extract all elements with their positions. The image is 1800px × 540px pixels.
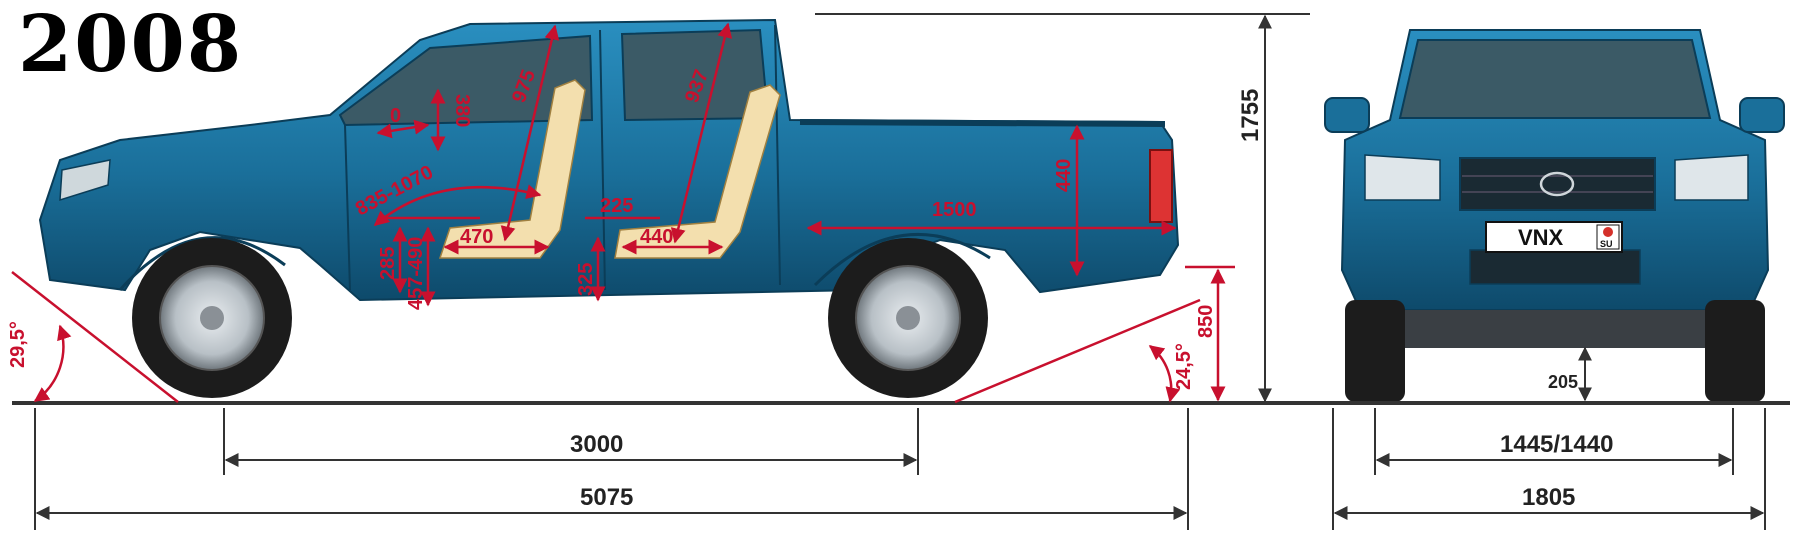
front-view-truck: VNX SU bbox=[1324, 29, 1785, 402]
tail-light bbox=[1149, 149, 1173, 223]
windshield bbox=[1398, 39, 1712, 119]
bed-depth-label: 440 bbox=[1053, 159, 1075, 192]
front-seat-depth-label: 470 bbox=[460, 226, 493, 248]
year-title: 2008 bbox=[18, 0, 244, 90]
side-headlight bbox=[59, 159, 111, 202]
side-dimensions bbox=[34, 13, 1310, 530]
brand-logo-icon bbox=[1539, 171, 1575, 197]
overall-width-label: 1805 bbox=[1522, 484, 1575, 511]
front-tire-left bbox=[1345, 300, 1405, 402]
rear-seat bbox=[614, 84, 781, 259]
wheelbase-label: 3000 bbox=[570, 431, 623, 458]
approach-angle-label: 29,5° bbox=[7, 321, 29, 368]
steering-distance-label: 380 bbox=[451, 94, 473, 127]
red-dimensions bbox=[11, 22, 1235, 404]
rear-seat-depth-label: 440 bbox=[640, 226, 673, 248]
track-label: 1445/1440 bbox=[1500, 431, 1613, 458]
front-headlight-left bbox=[1364, 154, 1441, 201]
left-mirror bbox=[1324, 97, 1370, 133]
bed-length-label: 1500 bbox=[932, 199, 977, 221]
front-seat-height-label: 285 bbox=[377, 247, 399, 280]
rear-load-height-label: 850 bbox=[1195, 305, 1217, 338]
height-label: 1755 bbox=[1237, 89, 1264, 142]
right-mirror bbox=[1739, 97, 1785, 133]
departure-angle-label: 24,5° bbox=[1173, 343, 1195, 390]
steering-adjust-label: 0 bbox=[390, 105, 401, 127]
front-wheel bbox=[132, 238, 292, 398]
front-dimensions bbox=[1332, 346, 1766, 530]
front-seat-range-label: 457-490 bbox=[405, 237, 427, 310]
license-plate: VNX SU bbox=[1485, 221, 1623, 253]
plate-text: VNX bbox=[1518, 225, 1564, 250]
rear-seat-height-label: 325 bbox=[575, 263, 597, 296]
rear-seat-offset-label: 225 bbox=[600, 195, 633, 217]
front-headlight-right bbox=[1674, 154, 1749, 201]
front-tire-right bbox=[1705, 300, 1765, 402]
plate-badge: SU bbox=[1600, 239, 1613, 249]
overall-length-label: 5075 bbox=[580, 484, 633, 511]
rear-wheel bbox=[828, 238, 988, 398]
grille bbox=[1459, 157, 1656, 211]
ground-clearance-label: 205 bbox=[1548, 372, 1578, 392]
